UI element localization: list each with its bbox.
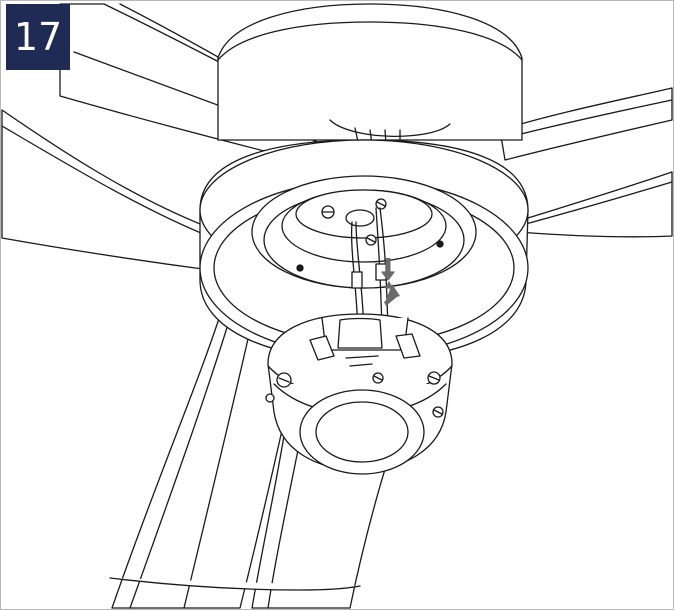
fan-blade-lower-left (111, 299, 296, 609)
step-number-badge: 17 (6, 4, 70, 70)
mounting-plate (263, 189, 465, 289)
fan-blade-left (1, 109, 211, 271)
motor-housing (217, 3, 523, 145)
fan-blade-back (499, 87, 673, 161)
light-dome (299, 389, 425, 475)
fan-blade-right (514, 171, 673, 238)
arrow-up-icon (381, 258, 400, 306)
screw-icon (296, 198, 444, 272)
screw-icon (265, 371, 444, 418)
